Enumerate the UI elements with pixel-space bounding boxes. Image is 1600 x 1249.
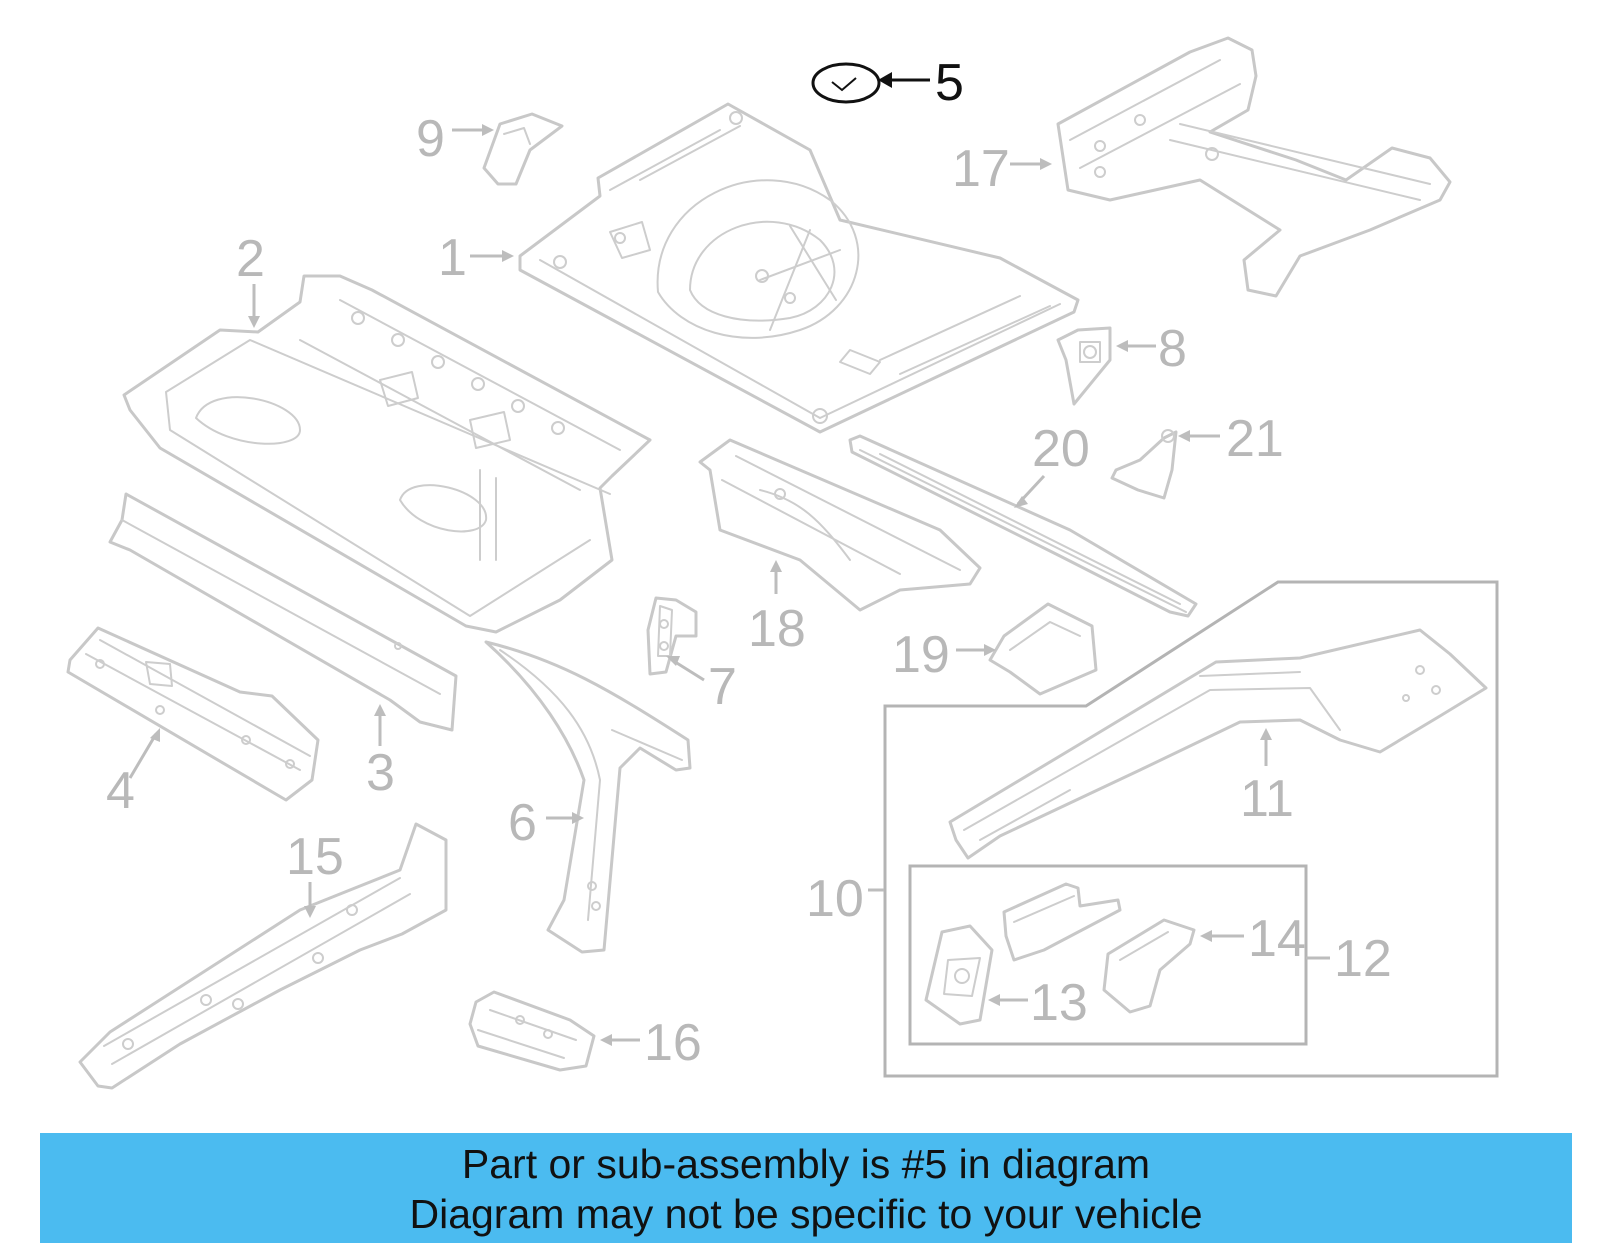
part-2-front-floor[interactable]: 2 [122, 230, 652, 634]
group-10-frame: 10 [806, 580, 1499, 1078]
callout-18: 18 [748, 600, 806, 658]
part-21-mount[interactable]: 21 [1110, 410, 1284, 500]
part-14-bracket[interactable]: 14 [1102, 910, 1306, 1014]
part-3-crossmember[interactable]: 3 [108, 492, 458, 802]
callout-17: 17 [952, 140, 1010, 198]
callout-13: 13 [1030, 974, 1088, 1032]
banner-line-2: Diagram may not be specific to your vehi… [409, 1191, 1203, 1237]
callout-16: 16 [644, 1014, 702, 1072]
banner-line-1: Part or sub-assembly is #5 in diagram [461, 1141, 1151, 1187]
part-16-bracket[interactable]: 16 [468, 990, 702, 1072]
part-7-bracket[interactable]: 7 [646, 596, 737, 716]
callout-12: 12 [1334, 930, 1392, 988]
callout-20: 20 [1032, 420, 1090, 478]
callout-14: 14 [1248, 910, 1306, 968]
part-18-reinforcement[interactable]: 18 [698, 438, 982, 658]
part-20-long-rail[interactable]: 20 [848, 420, 1198, 618]
part-19-bracket[interactable]: 19 [892, 602, 1098, 696]
callout-21: 21 [1226, 410, 1284, 468]
info-banner: Part or sub-assembly is #5 in diagram Di… [40, 1133, 1572, 1243]
part-6-pillar[interactable]: 6 [484, 640, 692, 954]
callout-6: 6 [508, 794, 537, 852]
part-1-rear-floor[interactable]: 1 [438, 102, 1080, 434]
part-4-rail[interactable]: 4 [66, 626, 320, 820]
callout-15: 15 [286, 828, 344, 886]
callout-5: 5 [935, 54, 964, 112]
callout-9: 9 [416, 110, 445, 168]
part-13-plate[interactable]: 13 [924, 924, 1088, 1032]
group-12-frame: 12 [908, 864, 1392, 1046]
callout-3: 3 [366, 744, 395, 802]
callout-8: 8 [1158, 320, 1187, 378]
part-17-crossmember-assy[interactable]: 17 [952, 36, 1452, 298]
part-15-side-rail[interactable]: 15 [78, 822, 448, 1090]
part-5-plug[interactable]: 5 [811, 54, 964, 112]
callout-19: 19 [892, 626, 950, 684]
part-11-side-member[interactable]: 11 [948, 628, 1488, 860]
callout-4: 4 [106, 762, 135, 820]
callout-1: 1 [438, 229, 467, 287]
part-12-channel[interactable] [1002, 882, 1122, 962]
part-8-gusset[interactable]: 8 [1056, 320, 1187, 406]
callout-11: 11 [1240, 770, 1294, 828]
callout-2: 2 [236, 230, 265, 288]
parts-diagram: 5 1 2 [66, 36, 1499, 1090]
callout-7: 7 [708, 658, 737, 716]
callout-10: 10 [806, 870, 864, 928]
part-9-bracket[interactable]: 9 [416, 110, 564, 186]
